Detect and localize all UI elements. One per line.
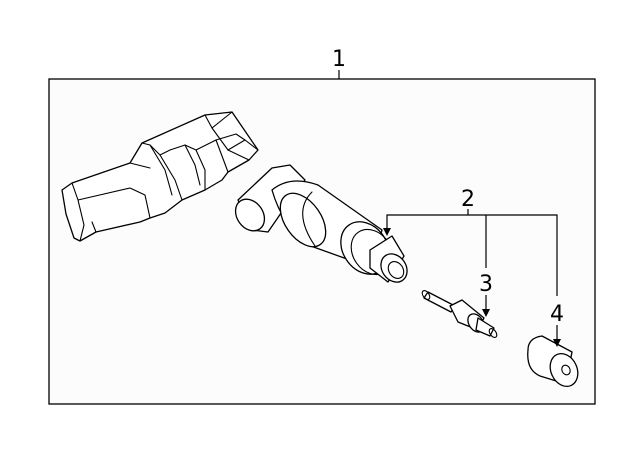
callout-3-arrow [482,309,490,317]
callout-2-label: 2 [461,187,475,212]
callout-3-label: 3 [479,272,493,297]
callout-4-arrow [553,339,561,347]
callout-1-label: 1 [332,47,346,72]
callout-2: 2 [383,187,558,296]
valve-cap [527,335,579,388]
sensor-housing [61,111,259,242]
valve-core [421,290,498,338]
callout-1: 1 [332,47,346,79]
callout-3: 3 [479,272,493,317]
callout-2-bracket [386,214,558,296]
callout-4: 4 [550,302,564,347]
valve-stem [234,164,408,283]
callout-4-label: 4 [550,302,564,327]
callout-2-arrow [383,228,391,236]
